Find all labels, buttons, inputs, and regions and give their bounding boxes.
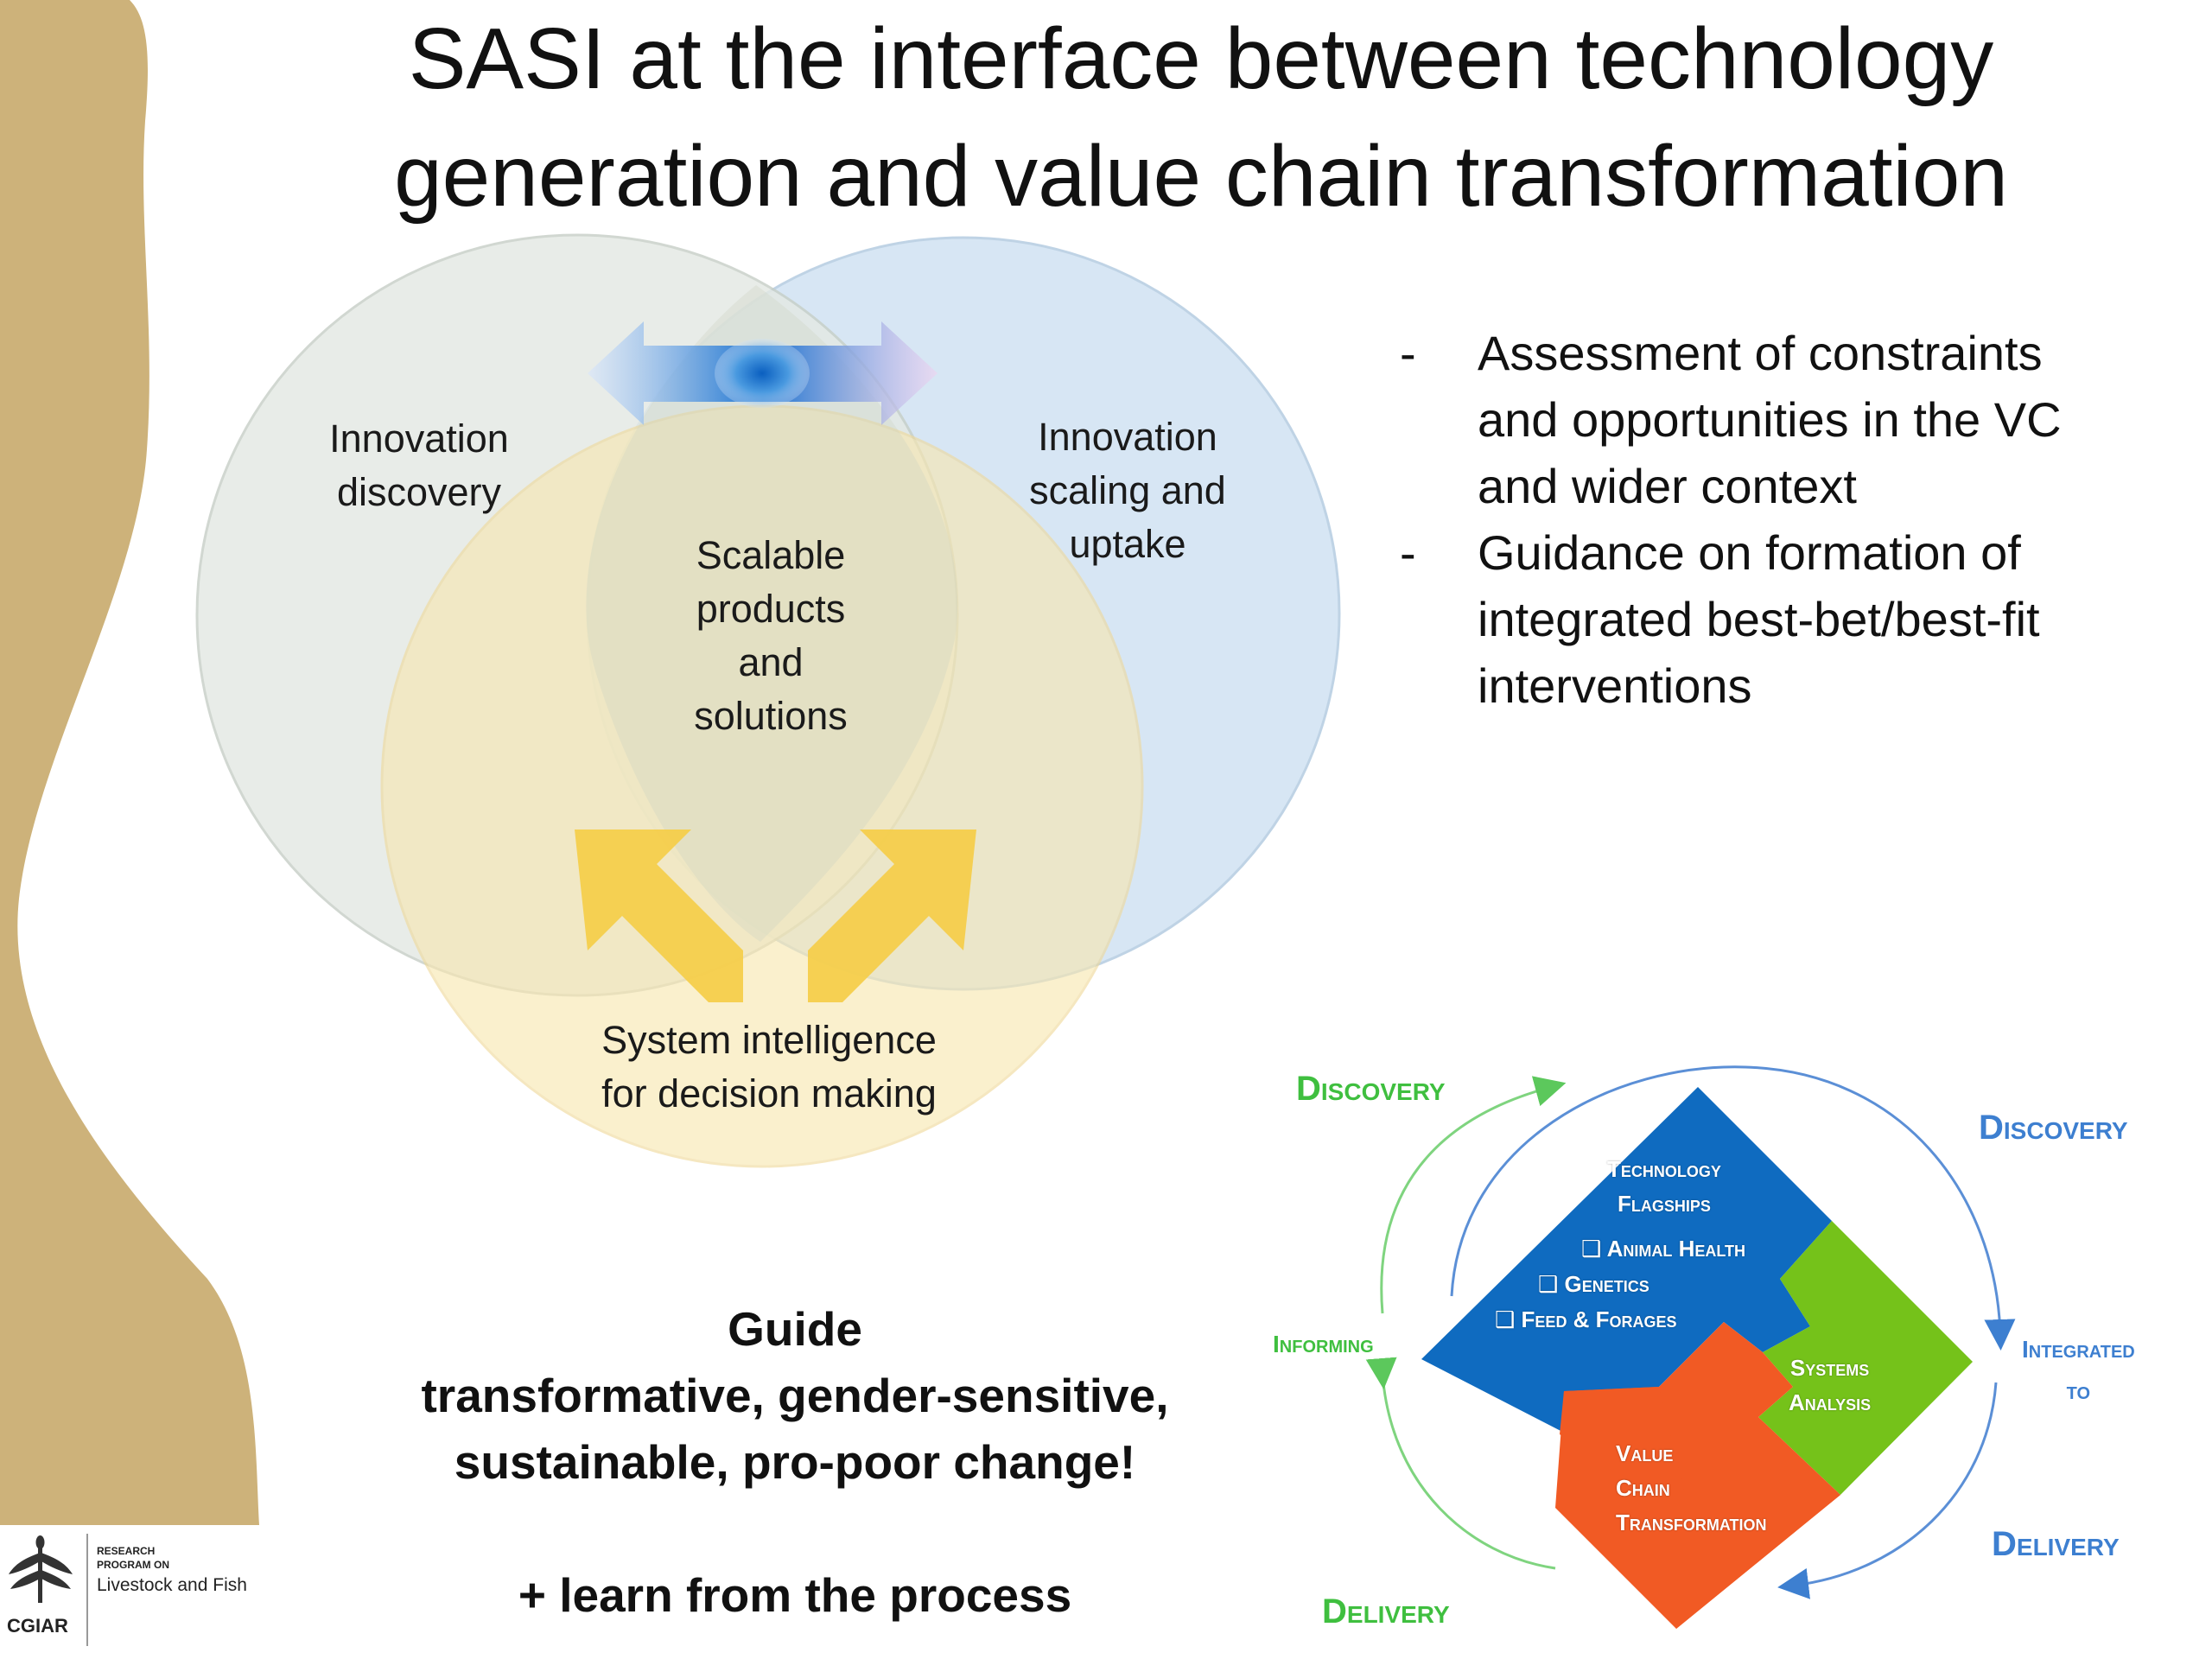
tech-item: ❑ Feed & Forages	[1495, 1306, 1677, 1332]
cycle-diagram	[1365, 1065, 2016, 1629]
cycle-label-discovery-right: Discovery	[1979, 1109, 2128, 1147]
logo-divider	[86, 1534, 88, 1646]
tech-flagships-title: Technology Flagships	[1607, 1156, 1721, 1217]
bullet-item: - Assessment of constraints and opportun…	[1400, 326, 2062, 513]
cycle-arc-blue-bottom	[1777, 1382, 1998, 1599]
venn-bottom-label: System intelligence for decision making	[601, 1018, 937, 1116]
tech-item: ❑ Genetics	[1538, 1271, 1649, 1297]
tech-item: ❑ Animal Health	[1581, 1236, 1746, 1262]
puzzle-orange-piece-lower	[1555, 1387, 1840, 1629]
title-line-2: generation and value chain transformatio…	[394, 128, 2008, 225]
title-line-1: SASI at the interface between technology	[408, 10, 1994, 107]
venn-center-label: Scalable products and solutions	[694, 533, 848, 738]
cycle-label-delivery-right: Delivery	[1992, 1525, 2120, 1563]
yellow-arrow-left	[575, 830, 743, 1002]
overlap-lens	[586, 285, 958, 942]
cycle-arc-green-top	[1380, 1076, 1567, 1314]
venn-right-label: Innovation scaling and uptake	[1029, 415, 1226, 566]
wheat-emblem-icon	[9, 1535, 73, 1603]
slide-title: SASI at the interface between technology…	[285, 0, 2117, 235]
venn-diagram	[195, 233, 1341, 1168]
left-decorative-band	[0, 0, 259, 1659]
learn-statement: + learn from the process	[518, 1568, 1072, 1622]
cgiar-logo: CGIAR RESEARCH PROGRAM ON Livestock and …	[0, 1525, 259, 1659]
logo-text: RESEARCH PROGRAM ON Livestock and Fish	[97, 1545, 247, 1595]
cycle-label-informing: Informing	[1273, 1331, 1374, 1357]
value-chain-label: Value Chain Transformation	[1616, 1440, 1767, 1535]
cycle-label-discovery-left: Discovery	[1296, 1070, 1446, 1108]
venn-left-label: Innovation discovery	[329, 416, 509, 514]
puzzle-diamond	[1421, 1087, 1973, 1629]
guide-statement: Guide transformative, gender-sensitive, …	[421, 1302, 1169, 1489]
puzzle-blue-piece	[1421, 1087, 1832, 1495]
puzzle-green-piece	[1758, 1221, 1973, 1495]
blue-double-arrow	[588, 321, 938, 425]
cycle-label-integrated-to: Integrated to	[2022, 1336, 2135, 1404]
cycle-label-delivery-bottom: Delivery	[1322, 1592, 1450, 1630]
cycle-arc-green-bottom	[1365, 1357, 1556, 1570]
yellow-arrow-right	[808, 830, 976, 1002]
cycle-arc-blue-top	[1450, 1065, 2016, 1351]
systems-analysis-label: Systems Analysis	[1789, 1355, 1872, 1415]
bullet-item: - Guidance on formation of integrated be…	[1400, 525, 2040, 713]
bullet-list: - Assessment of constraints and opportun…	[1391, 320, 2169, 719]
logo-org: CGIAR	[7, 1615, 68, 1637]
